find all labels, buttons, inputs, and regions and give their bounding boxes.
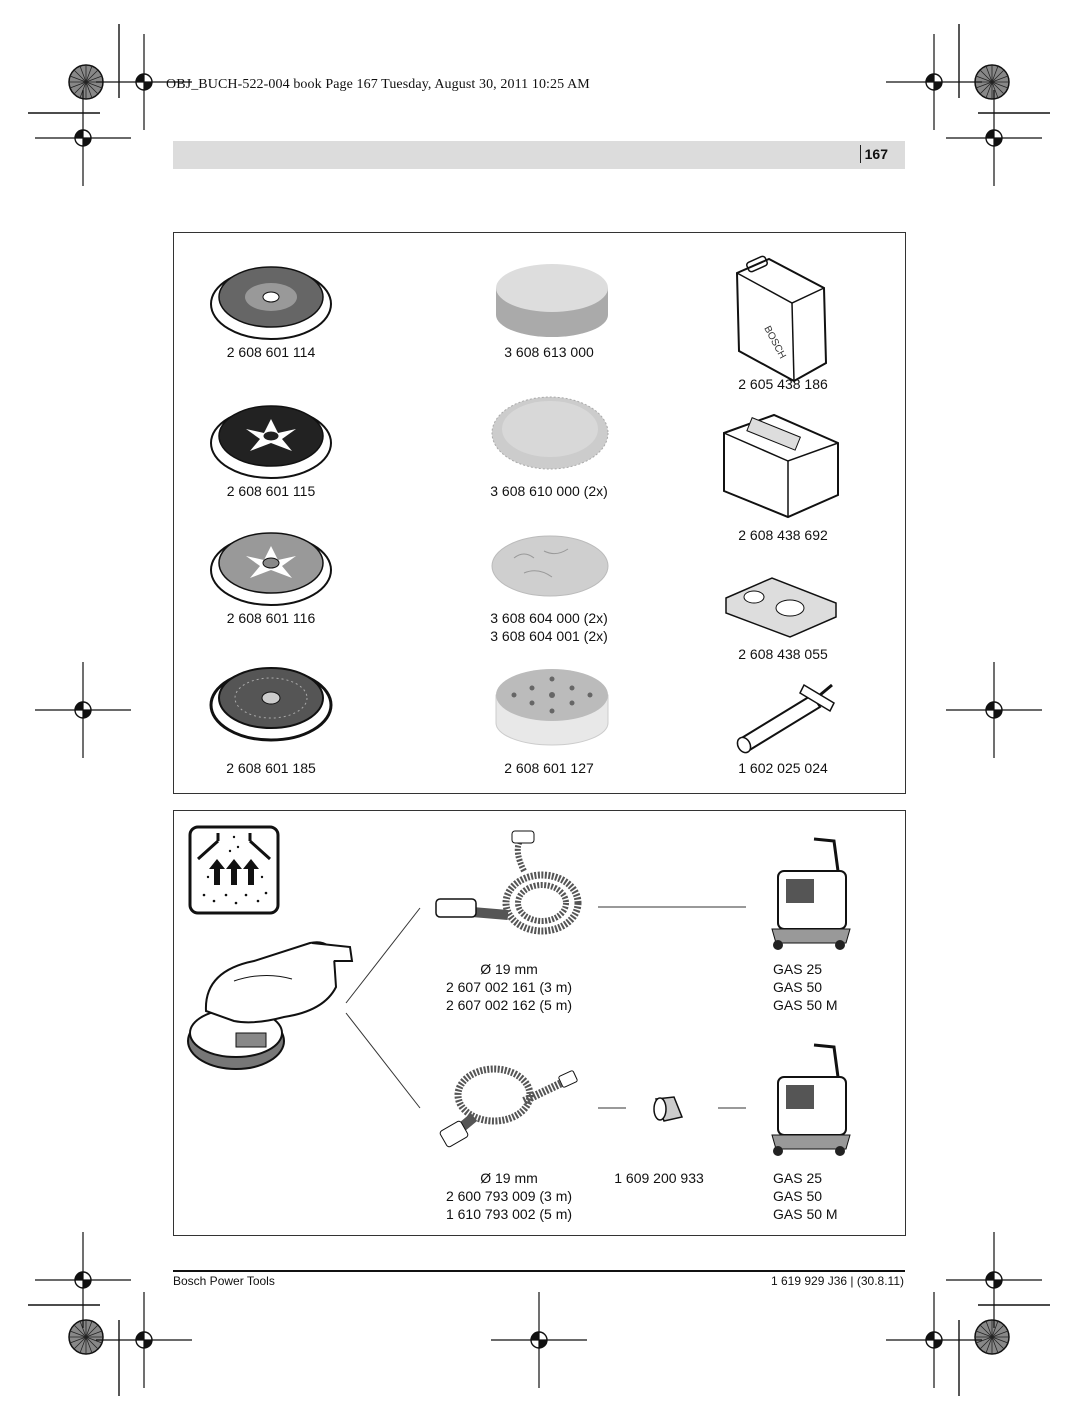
starburst-mark — [974, 1319, 1010, 1355]
carrying-case-illustration: BOSCH — [735, 255, 828, 383]
extraction-hose-coiled-illustration — [435, 830, 582, 935]
part-number-label: 2 608 601 116 — [226, 610, 316, 626]
part-number-label: 2 605 438 186 — [738, 376, 828, 392]
case-inlay-illustration — [725, 577, 837, 638]
extractor-model-label: GAS 25 — [773, 961, 823, 977]
print-info-line: OBJ_BUCH-522-004 book Page 167 Tuesday, … — [166, 77, 590, 92]
part-number-label: 2 608 601 127 — [504, 760, 594, 776]
extractor-model-label: GAS 50 — [773, 979, 823, 995]
part-number-label: 2 608 601 115 — [226, 483, 316, 499]
footer-rule — [173, 1270, 905, 1272]
random-orbit-sander-illustration — [187, 941, 354, 1070]
part-number-label: 1 602 025 024 — [738, 760, 828, 776]
page-header-band: 167 — [173, 141, 905, 169]
backing-pad-185-illustration — [209, 667, 333, 742]
part-number-label: 1 610 793 002 (5 m) — [445, 1206, 573, 1222]
part-number-label: 2 608 438 692 — [738, 527, 828, 543]
dust-extractor-illustration — [771, 1043, 851, 1156]
part-number-label: 3 608 604 000 (2x) — [490, 610, 608, 626]
backing-pad-116-illustration — [210, 532, 332, 606]
hose-diameter-label: Ø 19 mm — [480, 1170, 538, 1186]
page-number: 167 — [859, 145, 905, 163]
footer-doc-number: 1 619 929 J36 | (30.8.11) — [771, 1274, 904, 1288]
lambswool-pad-illustration — [491, 396, 609, 470]
felt-pad-illustration — [491, 535, 609, 597]
accessories-illustrations: BOSCH — [209, 255, 839, 754]
part-number-label: 2 600 793 009 (3 m) — [445, 1188, 573, 1204]
extractor-model-label: GAS 50 — [773, 1188, 823, 1204]
part-number-label: 2 608 438 055 — [738, 646, 828, 662]
interface-pad-illustration — [495, 669, 609, 746]
dust-extraction-icon — [188, 825, 280, 915]
polishing-sponge-illustration — [496, 264, 608, 337]
part-number-label: 2 607 002 162 (5 m) — [445, 997, 573, 1013]
part-number-label: 2 607 002 161 (3 m) — [445, 979, 573, 995]
dust-extractor-illustration — [771, 837, 851, 950]
part-number-label: 2 608 601 114 — [226, 344, 316, 360]
starburst-mark — [68, 1319, 104, 1355]
footer-brand: Bosch Power Tools — [173, 1274, 275, 1288]
extractor-model-label: GAS 25 — [773, 1170, 823, 1186]
dust-extraction-illustrations — [187, 825, 851, 1156]
side-handle-illustration — [736, 683, 835, 754]
hose-adapter-illustration — [653, 1096, 684, 1122]
extractor-model-label: GAS 50 M — [773, 997, 838, 1013]
backing-pad-114-illustration — [210, 266, 332, 340]
dust-extraction-panel: Ø 19 mm 2 607 002 161 (3 m) 2 607 002 16… — [173, 810, 906, 1236]
part-number-label: 1 609 200 933 — [614, 1170, 704, 1186]
part-number-label: 3 608 610 000 (2x) — [490, 483, 608, 499]
hose-diameter-label: Ø 19 mm — [480, 961, 538, 977]
part-number-label: 3 608 613 000 — [504, 344, 594, 360]
part-number-label: 2 608 601 185 — [226, 760, 316, 776]
extraction-hose-straight-illustration — [439, 1065, 578, 1148]
l-boxx-case-illustration — [723, 413, 839, 519]
backing-pad-115-illustration — [210, 405, 332, 479]
accessories-panel: BOSCH 2 608 601 114 2 608 601 115 2 608 … — [173, 232, 906, 794]
extractor-model-label: GAS 50 M — [773, 1206, 838, 1222]
part-number-label: 3 608 604 001 (2x) — [490, 628, 608, 644]
